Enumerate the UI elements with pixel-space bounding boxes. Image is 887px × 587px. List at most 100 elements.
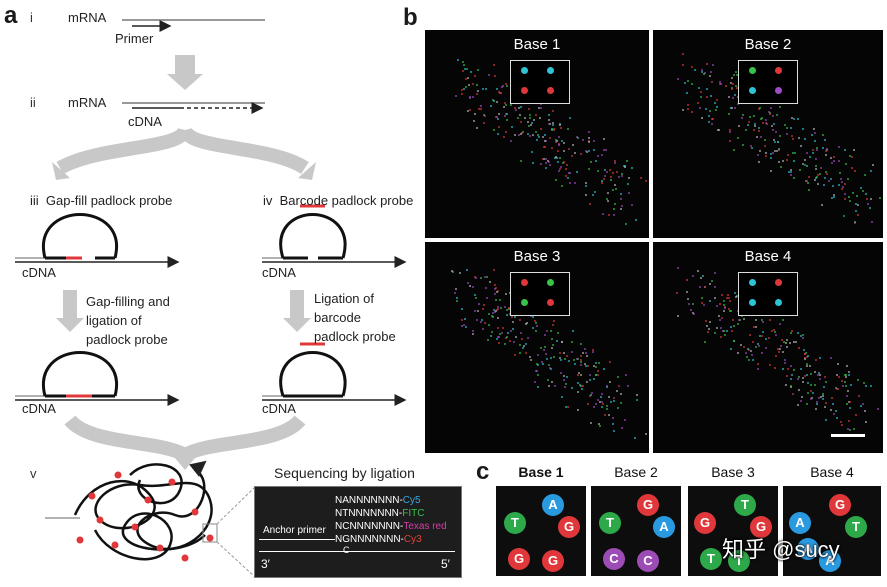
cell-signal-dot: [504, 104, 507, 107]
cell-signal-dot: [775, 334, 778, 337]
cell-signal-dot: [836, 373, 839, 376]
cell-signal-dot: [476, 83, 479, 86]
cell-signal-dot: [559, 372, 562, 375]
cell-signal-dot: [832, 156, 835, 159]
cell-signal-dot: [816, 182, 819, 185]
gapfill-step-line1: Gap-filling and: [86, 294, 170, 309]
cell-signal-dot: [518, 133, 521, 136]
cell-signal-dot: [462, 87, 465, 90]
cell-signal-dot: [772, 329, 775, 332]
cell-signal-dot: [492, 64, 495, 67]
cell-signal-dot: [524, 116, 527, 119]
cell-signal-dot: [681, 63, 684, 66]
cell-signal-dot: [558, 136, 561, 139]
cell-signal-dot: [535, 369, 538, 372]
cell-signal-dot: [592, 350, 595, 353]
cell-signal-dot: [547, 123, 550, 126]
cell-signal-dot: [614, 188, 617, 191]
cell-signal-dot: [537, 135, 540, 138]
cell-signal-dot: [484, 87, 487, 90]
cell-signal-dot: [543, 345, 546, 348]
cell-signal-dot: [810, 384, 813, 387]
cell-signal-dot: [757, 126, 760, 129]
cell-signal-dot: [825, 170, 828, 173]
cell-signal-dot: [565, 406, 568, 409]
cell-signal-dot: [838, 376, 841, 379]
cell-signal-dot: [519, 331, 522, 334]
cell-signal-dot: [601, 406, 604, 409]
cell-signal-dot: [847, 371, 850, 374]
cell-signal-dot: [687, 108, 690, 111]
cell-signal-dot: [456, 297, 459, 300]
cell-signal-dot: [713, 271, 716, 274]
cell-signal-dot: [554, 156, 557, 159]
cell-signal-dot: [487, 73, 490, 76]
cell-signal-dot: [514, 134, 517, 137]
cell-signal-dot: [798, 389, 801, 392]
cell-signal-dot: [472, 332, 475, 335]
cell-signal-dot: [553, 129, 556, 132]
cell-signal-dot: [607, 213, 610, 216]
cell-signal-dot: [822, 395, 825, 398]
cell-signal-dot: [474, 310, 477, 313]
cell-signal-dot: [830, 156, 833, 159]
cell-signal-dot: [552, 344, 555, 347]
watermark: 知乎 @sucy: [722, 537, 840, 562]
cell-signal-dot: [824, 375, 827, 378]
cell-signal-dot: [785, 342, 788, 345]
cell-signal-dot: [535, 113, 538, 116]
cell-signal-dot: [456, 300, 459, 303]
cell-signal-dot: [803, 357, 806, 360]
cell-signal-dot: [587, 140, 590, 143]
cell-signal-dot: [742, 346, 745, 349]
cell-signal-dot: [610, 178, 613, 181]
cell-signal-dot: [518, 319, 521, 322]
cell-signal-dot: [612, 214, 615, 217]
probe-dye-1: FITC: [402, 508, 425, 519]
cell-signal-dot: [471, 330, 474, 333]
cell-signal-dot: [809, 372, 812, 375]
cell-signal-dot: [497, 125, 500, 128]
cell-signal-dot: [558, 122, 561, 125]
cell-signal-dot: [813, 132, 816, 135]
cell-signal-dot: [722, 329, 725, 332]
cell-signal-dot: [615, 170, 618, 173]
cell-signal-dot: [733, 93, 736, 96]
nucleotide-ball: A: [789, 512, 811, 534]
cell-signal-dot: [696, 102, 699, 105]
tile-title-base3: Base 3: [513, 248, 561, 265]
cell-signal-dot: [713, 332, 716, 334]
probe-dye-3: Cy3: [403, 534, 422, 545]
cell-signal-dot: [582, 352, 585, 355]
cell-signal-dot: [836, 388, 839, 391]
probe-seq-1: NTNNNNNNN-: [335, 508, 403, 519]
cell-signal-dot: [725, 297, 728, 300]
cell-signal-dot: [520, 337, 523, 340]
cell-signal-dot: [711, 280, 714, 283]
cell-signal-dot: [790, 331, 793, 334]
cell-signal-dot: [473, 293, 476, 296]
cell-signal-dot: [876, 408, 879, 411]
cell-signal-dot: [824, 401, 827, 404]
cell-signal-dot: [807, 381, 810, 384]
cell-signal-dot: [552, 110, 555, 113]
cell-signal-dot: [863, 174, 866, 177]
cell-signal-dot: [737, 125, 740, 128]
cell-signal-dot: [809, 398, 812, 401]
cell-signal-dot: [713, 101, 716, 104]
nucleotide-ball: A: [653, 516, 675, 538]
cell-signal-dot: [705, 96, 708, 99]
cell-signal-dot: [733, 291, 736, 294]
cell-signal-dot: [816, 176, 819, 179]
cell-signal-dot: [621, 175, 624, 178]
cell-signal-dot: [681, 53, 684, 56]
cell-signal-dot: [711, 63, 714, 66]
cell-signal-dot: [707, 121, 710, 124]
cell-signal-dot: [818, 373, 821, 376]
cell-signal-dot: [545, 140, 547, 143]
cell-signal-dot: [847, 390, 850, 392]
cell-signal-dot: [534, 321, 537, 324]
cell-signal-dot: [822, 183, 825, 186]
cell-signal-dot: [781, 159, 784, 162]
cell-signal-dot: [527, 133, 530, 136]
